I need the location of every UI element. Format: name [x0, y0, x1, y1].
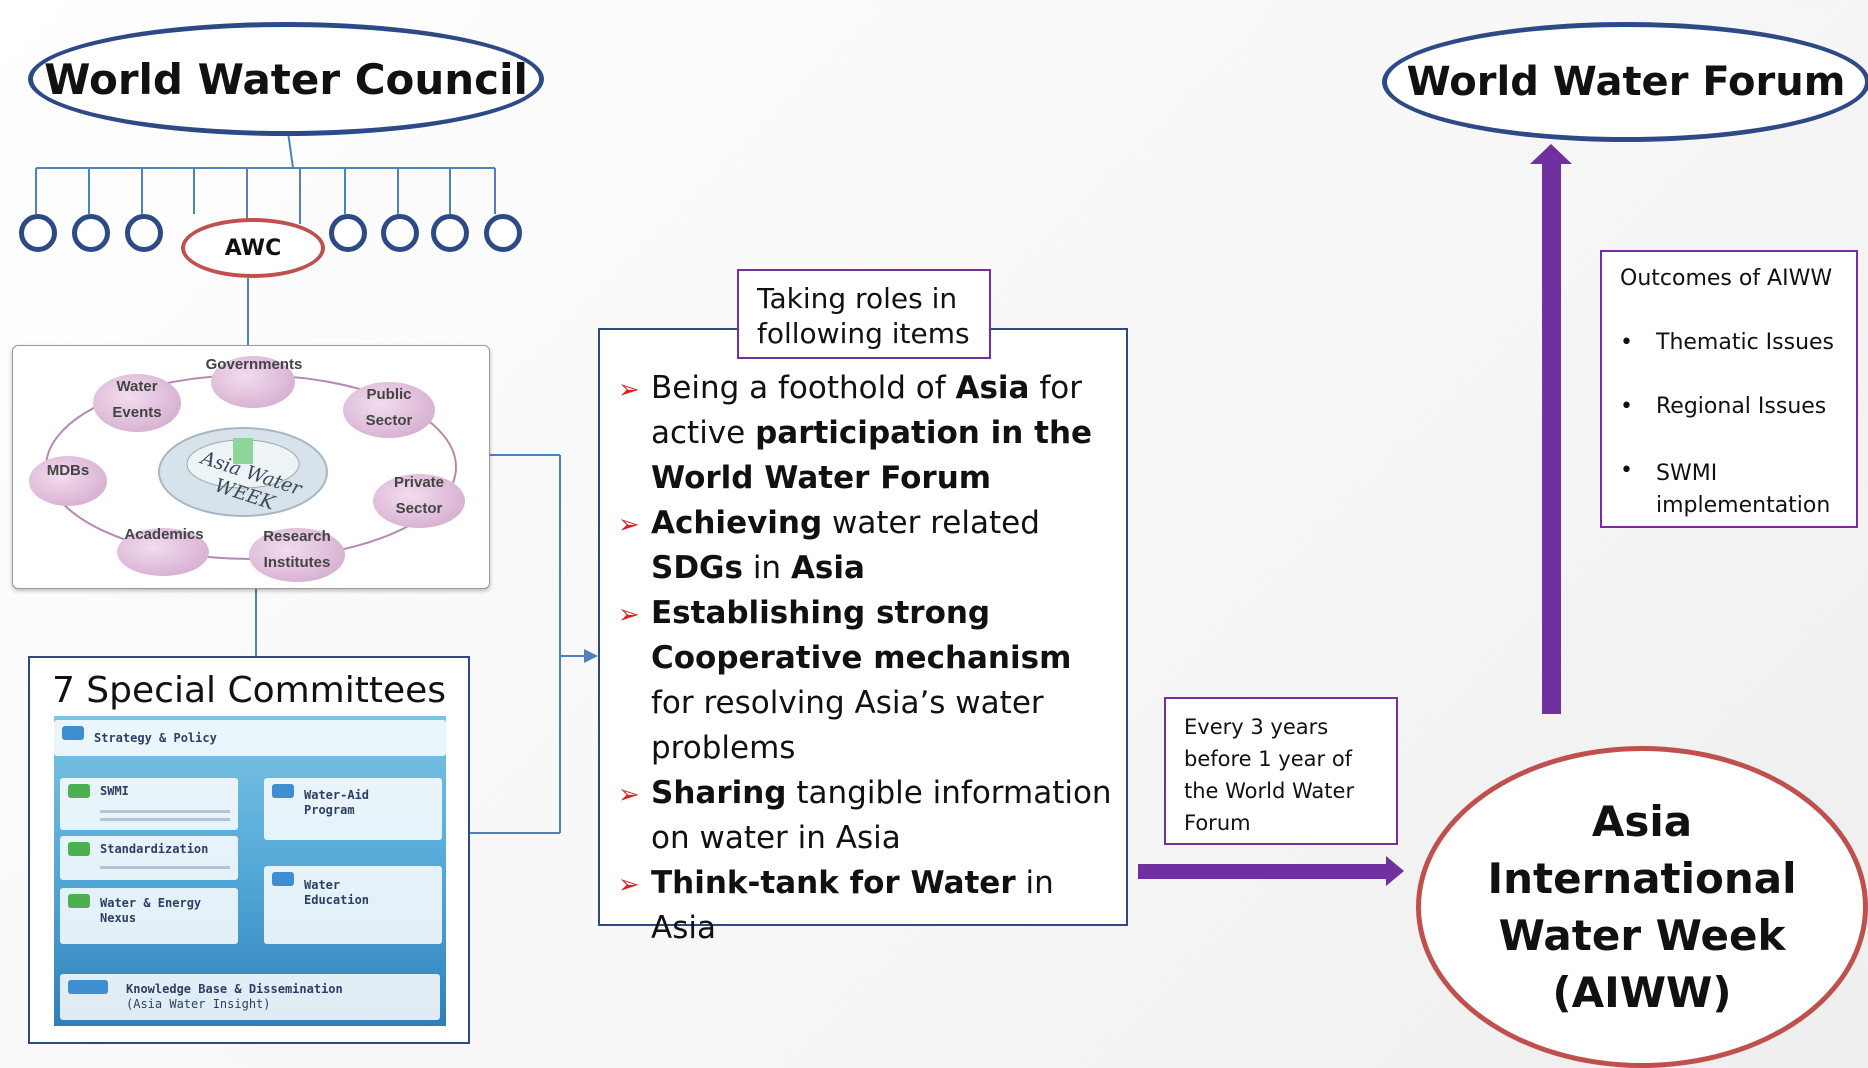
outcome-bullet: • — [1620, 394, 1633, 419]
forum-label: World Water Forum — [1406, 59, 1846, 105]
world-water-forum-title: World Water Forum — [1382, 22, 1868, 142]
arrow-bullet-icon: ➢ — [618, 510, 640, 540]
water-events-node: Water Events — [93, 374, 181, 432]
research-institutes-node: Research Institutes — [249, 524, 345, 582]
frequency-note: Every 3 years before 1 year of the World… — [1164, 697, 1398, 845]
role-item: ➢Sharing tangible information on water i… — [618, 775, 1112, 856]
committee-knowledge-base: Knowledge Base & Dissemination (Asia Wat… — [60, 974, 440, 1020]
member-node — [329, 214, 367, 252]
role-item: ➢Achieving water related SDGs in Asia — [618, 505, 1040, 586]
outcome-bullet: • — [1620, 330, 1633, 355]
outcomes-title: Outcomes of AIWW — [1620, 266, 1833, 291]
public-sector-node: Public Sector — [343, 382, 435, 438]
arrow-bullet-icon: ➢ — [618, 870, 640, 900]
council-label: World Water Council — [44, 54, 528, 104]
roles-box — [598, 328, 1128, 926]
academics-node: Academics — [109, 522, 219, 576]
special-committees-panel: 7 Special Committees Strategy & Policy S… — [28, 656, 470, 1044]
committee-strategy-policy: Strategy & Policy — [54, 720, 446, 756]
world-water-council-title: World Water Council — [28, 22, 544, 136]
committee-water-education: Water Education — [264, 866, 442, 944]
private-sector-node: Private Sector — [373, 470, 465, 528]
member-node — [72, 214, 110, 252]
outcomes-box: Outcomes of AIWW • Thematic Issues • Reg… — [1600, 250, 1858, 528]
outcome-item: SWMI implementation — [1656, 461, 1831, 518]
stakeholder-ring-diagram: Governments Public Sector Private Sector… — [12, 345, 490, 589]
role-item: ➢Being a foothold of Asia for active par… — [618, 370, 1093, 496]
mdbs-node: MDBs — [29, 456, 107, 506]
committee-water-energy-nexus: Water & Energy Nexus — [60, 888, 238, 944]
roles-tag: Taking roles in following items — [737, 269, 991, 359]
committee-standardization: Standardization — [60, 836, 238, 880]
committees-title: 7 Special Committees — [51, 670, 447, 711]
outcome-item: Thematic Issues — [1656, 330, 1835, 355]
outcome-bullet: • — [1620, 458, 1633, 483]
arrow-bullet-icon: ➢ — [618, 780, 640, 810]
roles-list: ➢Being a foothold of Asia for active par… — [614, 366, 1122, 951]
member-node — [19, 214, 57, 252]
committee-swmi: SWMI — [60, 778, 238, 830]
role-item: ➢Establishing strong Cooperative mechani… — [618, 595, 1072, 766]
member-node — [484, 214, 522, 252]
awc-node: AWC — [181, 218, 325, 278]
outcome-item: Regional Issues — [1656, 394, 1827, 419]
governments-node: Governments — [199, 352, 309, 408]
committee-water-aid: Water-Aid Program — [264, 778, 442, 840]
member-node — [381, 214, 419, 252]
member-node — [431, 214, 469, 252]
awc-label: AWC — [224, 235, 282, 261]
committees-poster: Strategy & Policy SWMI Water-Aid Program… — [54, 716, 446, 1026]
member-node — [125, 214, 163, 252]
role-item: ➢Think-tank for Water in Asia — [618, 865, 1054, 946]
arrow-bullet-icon: ➢ — [618, 600, 640, 630]
arrow-bullet-icon: ➢ — [618, 375, 640, 405]
aiww-node: Asia International Water Week (AIWW) — [1416, 746, 1868, 1068]
